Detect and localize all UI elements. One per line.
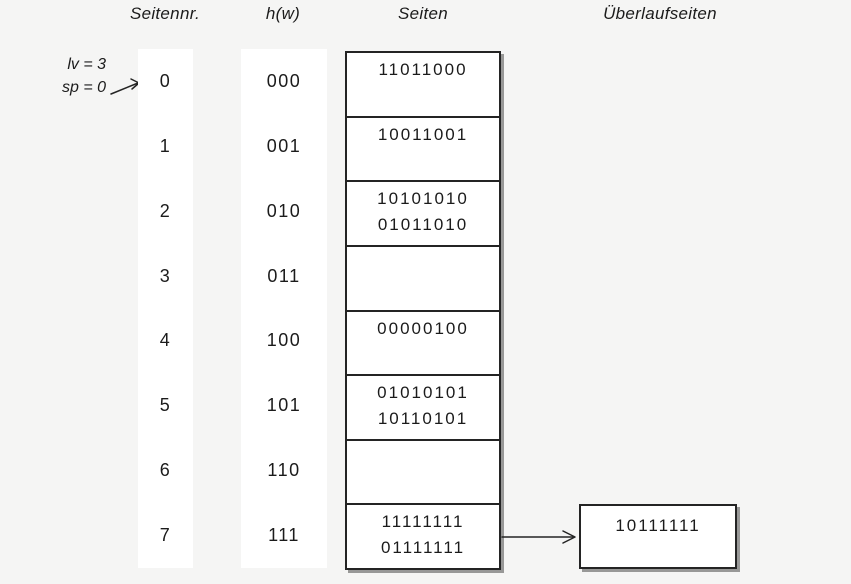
page-number: 3 [159,265,172,286]
column-header-seiten: Seiten [397,4,448,23]
column-header-ueberlaufseiten: Überlaufseiten [603,4,717,23]
hash-value-column: 000 001 010 011 100 101 110 111 [241,49,327,568]
page-entry: 10110101 [377,409,469,429]
page-entry: 10011001 [377,124,469,144]
page-cell: 01010101 10110101 [347,374,499,439]
page-cell: 00000100 [347,309,499,375]
page-number-column: 0 1 2 3 4 5 6 7 [138,49,193,568]
page-cell [347,438,499,504]
page-cell [347,244,499,310]
overflow-page-box: 10111111 [579,504,737,569]
page-cell: 11111111 01111111 [347,503,499,568]
page-number: 6 [159,460,172,481]
page-entry: 11111111 [381,512,465,532]
hash-value: 010 [266,200,302,221]
hash-value: 101 [266,395,302,416]
page-entry: 10101010 [377,189,469,209]
hash-value: 001 [266,135,302,156]
hash-value: 100 [266,330,302,351]
state-annotation: lv = 3 sp = 0 [22,53,106,99]
page-number: 1 [159,135,172,156]
hash-value: 110 [267,460,301,481]
page-number: 4 [159,330,172,351]
page-entry: 01010101 [377,383,469,403]
page-cell: 10011001 [347,115,499,181]
page-cell: 10101010 01011010 [347,180,499,245]
page-number: 7 [159,525,172,546]
column-header-hash-function: h(w) [265,4,301,23]
level-value: lv = 3 [67,56,106,73]
page-number: 2 [159,200,172,221]
page-cell: 11011000 [347,53,499,116]
hash-value: 111 [268,525,300,546]
page-entry: 01111111 [380,538,466,558]
overflow-page-entry: 10111111 [615,516,701,535]
page-number: 5 [159,395,172,416]
hash-value: 000 [266,70,302,91]
overflow-arrow-icon [501,530,576,544]
page-entry: 11011000 [378,60,468,79]
pages-box: 11011000 10011001 10101010 01011010 0000… [345,51,501,570]
hash-value: 011 [267,265,301,286]
page-entry: 01011010 [377,215,469,235]
page-entry: 00000100 [377,318,469,338]
column-header-seitennr: Seitennr. [129,4,201,23]
split-pointer-value: sp = 0 [61,79,106,96]
page-number: 0 [159,70,172,91]
